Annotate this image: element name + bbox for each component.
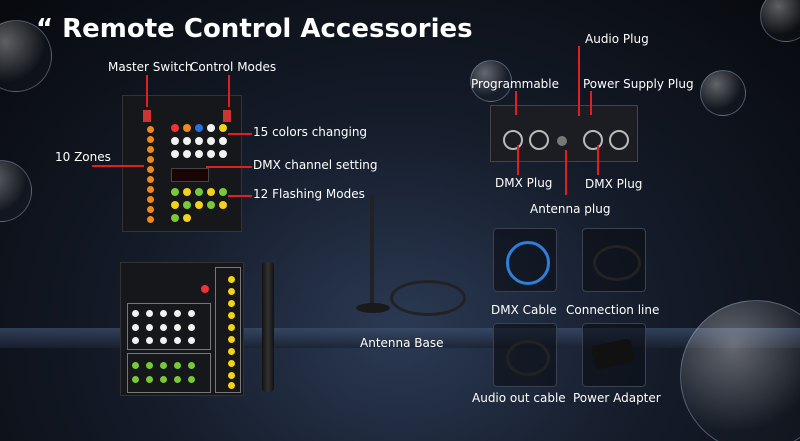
label-power-supply-plug: Power Supply Plug	[583, 77, 694, 91]
callout-dmx	[206, 166, 252, 168]
label-dmx-plug-right: DMX Plug	[585, 177, 643, 191]
callout-zones	[92, 165, 144, 167]
zone-buttons	[145, 126, 159, 226]
label-10-zones: 10 Zones	[55, 150, 111, 164]
connection-line-box	[582, 228, 646, 292]
control-mode-switch	[223, 110, 231, 122]
label-audio-out-cable: Audio out cable	[472, 391, 566, 405]
bubble-5	[680, 300, 800, 441]
dmx-cable-box	[493, 228, 557, 292]
label-antenna-base: Antenna Base	[360, 336, 444, 350]
flashing-buttons	[171, 188, 231, 224]
callout-antenna-plug	[565, 150, 567, 195]
power-adapter-box	[582, 323, 646, 387]
zone-column	[215, 267, 241, 393]
label-audio-plug: Audio Plug	[585, 32, 649, 46]
callout-control-modes	[228, 75, 230, 107]
label-programmable: Programmable	[471, 77, 560, 91]
callout-colors	[228, 133, 252, 135]
label-dmx-cable: DMX Cable	[491, 303, 557, 317]
flashing-mode-section	[127, 353, 211, 393]
label-antenna-plug: Antenna plug	[530, 202, 611, 216]
bubble-3	[700, 70, 746, 116]
callout-dmx-right	[597, 145, 599, 175]
color-buttons	[171, 124, 231, 164]
bubble-4	[0, 160, 32, 222]
master-switch	[143, 110, 151, 122]
callout-master-switch	[146, 75, 148, 107]
dmx-display	[171, 168, 209, 182]
label-dmx-plug-left: DMX Plug	[495, 176, 553, 190]
callout-programmable	[515, 91, 517, 115]
controller-bottom	[120, 262, 244, 396]
label-master-switch: Master Switch	[108, 60, 193, 74]
label-dmx-setting: DMX channel setting	[253, 158, 378, 172]
label-control-modes: Control Modes	[190, 60, 277, 74]
label-15-colors: 15 colors changing	[253, 125, 368, 139]
label-connection-line: Connection line	[566, 303, 660, 317]
audio-out-cable-box	[493, 323, 557, 387]
page-title: “ Remote Control Accessories	[36, 14, 473, 44]
bubble-2	[470, 60, 512, 102]
callout-flashing	[228, 195, 252, 197]
callout-dmx-left	[517, 145, 519, 175]
label-flashing-modes: 12 Flashing Modes	[253, 187, 365, 201]
bubble-6	[760, 0, 800, 42]
callout-audio-plug	[578, 46, 580, 116]
antenna-base-image	[356, 195, 470, 325]
led-color-section	[127, 303, 211, 350]
callout-power-supply	[590, 91, 592, 115]
antenna-stick	[262, 262, 274, 392]
remote-controller-top	[122, 95, 242, 232]
label-power-adapter: Power Adapter	[573, 391, 661, 405]
mode-button	[201, 285, 209, 293]
receiver-device	[490, 105, 638, 162]
